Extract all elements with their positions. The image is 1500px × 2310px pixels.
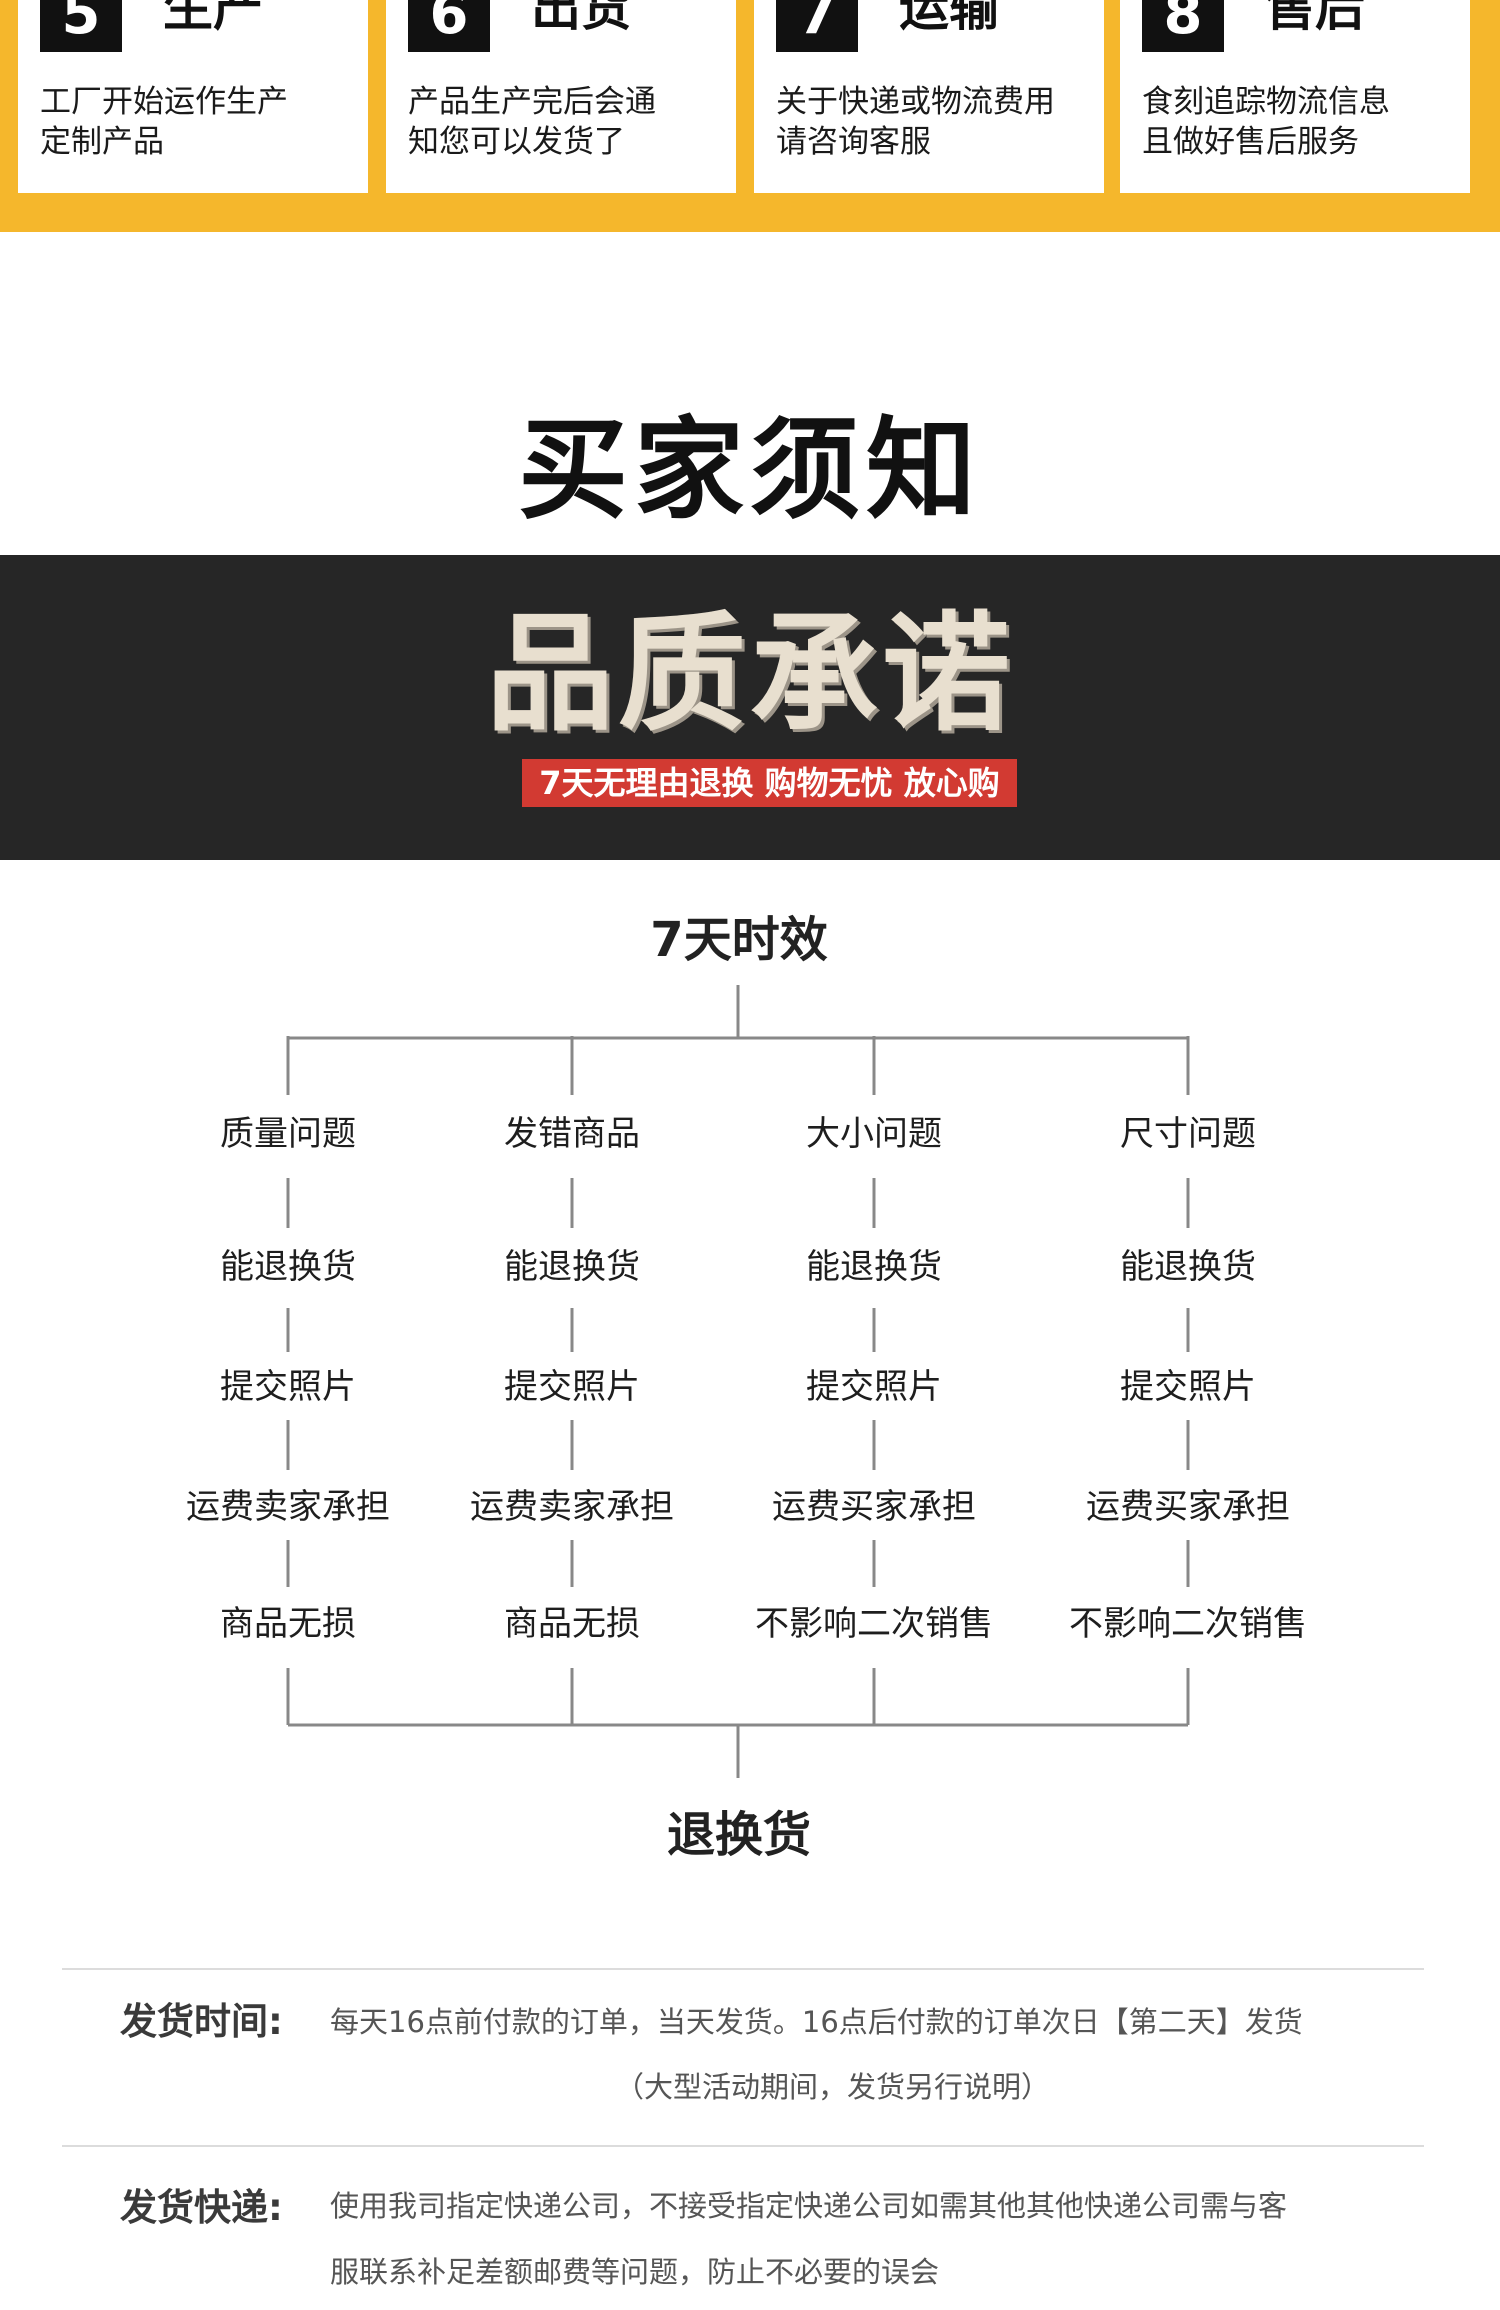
buyer-notice-title: 买家须知 (518, 406, 982, 534)
step-number: 6 (408, 0, 490, 52)
flow-node-dimension-issue: 尺寸问题 (1120, 1114, 1256, 1154)
step-description: 关于快递或物流费用 请咨询客服 (776, 82, 1086, 162)
shipping-time-note: （大型活动期间，发货另行说明） (615, 2070, 1051, 2104)
divider (62, 1968, 1424, 1970)
process-step-transport: 7 运输 关于快递或物流费用 请咨询客服 (754, 0, 1104, 193)
step-number: 8 (1142, 0, 1224, 52)
flow-node-condition: 商品无损 (504, 1604, 640, 1644)
step-title: 运输 (899, 0, 999, 37)
shipping-time-label: 发货时间: (120, 2000, 283, 2043)
flow-node-submit-photos: 提交照片 (220, 1367, 356, 1407)
quality-promise-subtitle: 7天无理由退换 购物无忧 放心购 (522, 759, 1017, 807)
step-desc-line: 食刻追踪物流信息 (1142, 84, 1390, 120)
flow-node-returnable: 能退换货 (220, 1247, 356, 1287)
process-step-shipping: 6 出货 产品生产完后会通 知您可以发货了 (386, 0, 736, 193)
flow-node-condition: 不影响二次销售 (1069, 1604, 1307, 1644)
flow-node-shipping-fee: 运费卖家承担 (186, 1487, 390, 1527)
step-number: 7 (776, 0, 858, 52)
shipping-courier-text-cont: 服联系补足差额邮费等问题，防止不必要的误会 (330, 2255, 940, 2289)
flow-node-submit-photos: 提交照片 (806, 1367, 942, 1407)
flow-node-returnable: 能退换货 (504, 1247, 640, 1287)
step-desc-line: 且做好售后服务 (1142, 124, 1359, 160)
step-desc-line: 关于快递或物流费用 (776, 84, 1055, 120)
flow-node-submit-photos: 提交照片 (504, 1367, 640, 1407)
step-title: 出货 (531, 0, 631, 37)
flow-node-quality-issue: 质量问题 (220, 1114, 356, 1154)
step-desc-line: 产品生产完后会通 (408, 84, 656, 120)
shipping-courier-text: 使用我司指定快递公司，不接受指定快递公司如需其他其他快递公司需与客 (330, 2189, 1288, 2223)
shipping-courier-label: 发货快递: (120, 2186, 283, 2229)
process-strip: 5 生产 工厂开始运作生产 定制产品 6 出货 产品生产完后会通 知您可以发货了… (0, 0, 1500, 232)
flow-top-label: 7天时效 (650, 912, 828, 968)
flow-node-condition: 商品无损 (220, 1604, 356, 1644)
flow-node-shipping-fee: 运费买家承担 (1086, 1487, 1290, 1527)
flow-node-wrong-item: 发错商品 (504, 1114, 640, 1154)
divider (62, 2145, 1424, 2147)
step-desc-line: 请咨询客服 (776, 124, 931, 160)
step-desc-line: 定制产品 (40, 124, 164, 160)
step-number: 5 (40, 0, 122, 52)
process-step-production: 5 生产 工厂开始运作生产 定制产品 (18, 0, 368, 193)
step-description: 食刻追踪物流信息 且做好售后服务 (1142, 82, 1452, 162)
flow-node-returnable: 能退换货 (806, 1247, 942, 1287)
flow-node-submit-photos: 提交照片 (1120, 1367, 1256, 1407)
process-step-after-sales: 8 售后 食刻追踪物流信息 且做好售后服务 (1120, 0, 1470, 193)
flow-node-returnable: 能退换货 (1120, 1247, 1256, 1287)
flow-node-shipping-fee: 运费卖家承担 (470, 1487, 674, 1527)
quality-promise-banner (0, 555, 1500, 860)
step-desc-line: 知您可以发货了 (408, 124, 625, 160)
step-title: 售后 (1265, 0, 1365, 37)
flow-node-condition: 不影响二次销售 (755, 1604, 993, 1644)
quality-promise-title: 品质承诺 (485, 600, 1014, 749)
shipping-time-text: 每天16点前付款的订单，当天发货。16点后付款的订单次日【第二天】发货 (330, 2005, 1303, 2039)
flow-node-size-issue: 大小问题 (806, 1114, 942, 1154)
step-description: 产品生产完后会通 知您可以发货了 (408, 82, 718, 162)
step-title: 生产 (163, 0, 263, 37)
flow-bottom-label: 退换货 (666, 1807, 811, 1863)
flow-node-shipping-fee: 运费买家承担 (772, 1487, 976, 1527)
step-desc-line: 工厂开始运作生产 (40, 84, 288, 120)
step-description: 工厂开始运作生产 定制产品 (40, 82, 350, 162)
